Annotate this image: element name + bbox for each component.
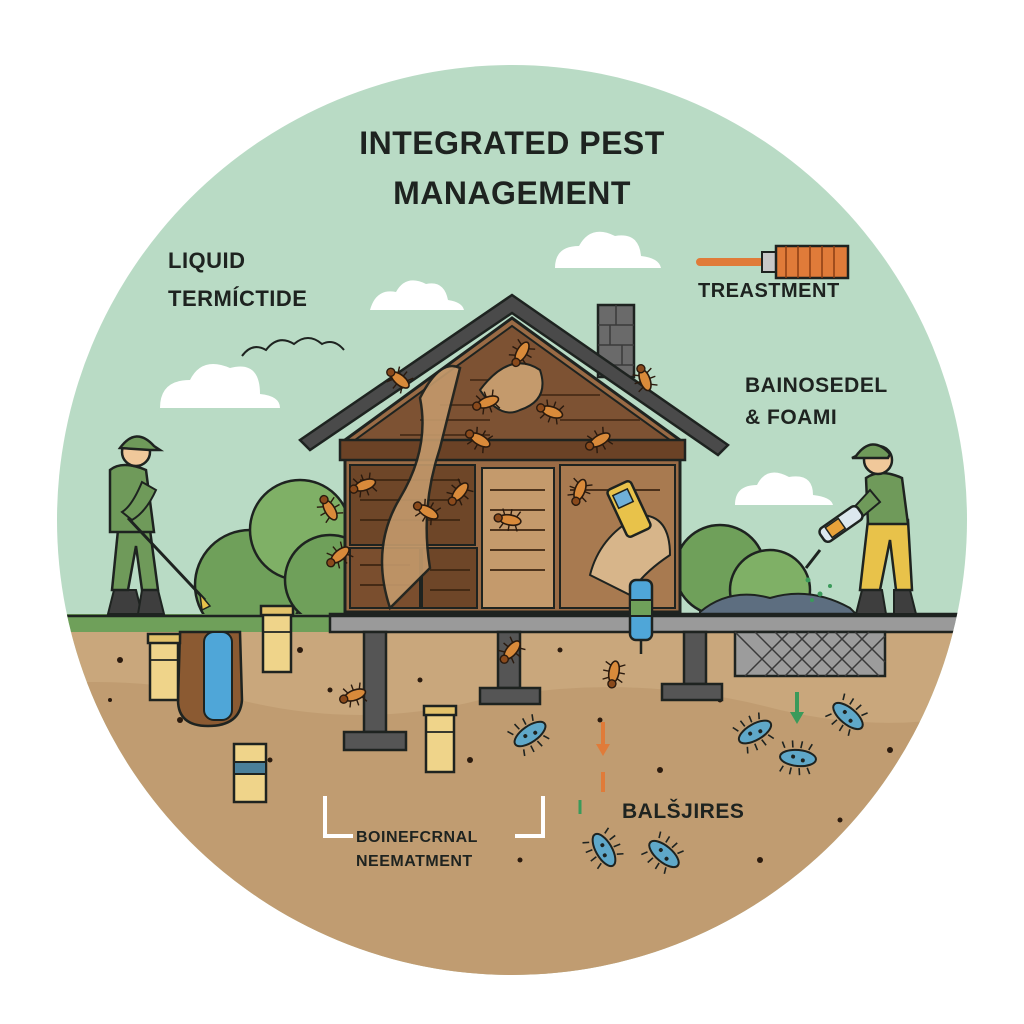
bait-station-icon (146, 632, 182, 702)
title-line-1: INTEGRATED PEST (359, 125, 665, 161)
label-bait-line-2: & FOAMI (745, 406, 838, 429)
label-liquid-line-2: TERMÍCTIDE (168, 286, 308, 311)
cloud-icon (160, 231, 833, 505)
title-line-2: MANAGEMENT (393, 175, 631, 211)
label-biological: BOINEFCRNAL NEEMATMENT (356, 826, 478, 874)
foundation-piers (342, 630, 724, 752)
brush-icon (696, 244, 850, 280)
moisture-meter-icon (606, 480, 652, 538)
label-bait-foam: BAINOSEDEL & FOAMI (745, 370, 888, 434)
arrow-down-icon (578, 692, 804, 814)
label-bio-line-1: BOINEFCRNAL (356, 829, 478, 846)
page-title: INTEGRATED PEST MANAGEMENT (262, 118, 762, 218)
label-liquid-termiticide: LIQUID TERMÍCTIDE (168, 242, 307, 318)
worker-left (106, 435, 212, 615)
label-bio-line-2: NEEMATMENT (356, 853, 473, 870)
bracket-frame (323, 796, 545, 838)
label-bait-line-1: BAINOSEDEL (745, 374, 888, 397)
foam-gun-icon (804, 504, 864, 569)
label-treatment: TREASTMENT (698, 280, 840, 302)
bait-station-icon (259, 604, 295, 674)
house (298, 293, 730, 654)
bait-station-icon (422, 704, 458, 774)
label-bals: BALŠJIRES (622, 800, 745, 823)
mesh-barrier (733, 630, 887, 678)
worker-right (804, 443, 918, 615)
foam-canister-icon (628, 578, 654, 654)
label-liquid-line-1: LIQUID (168, 248, 246, 273)
bait-station-icon (232, 742, 268, 804)
